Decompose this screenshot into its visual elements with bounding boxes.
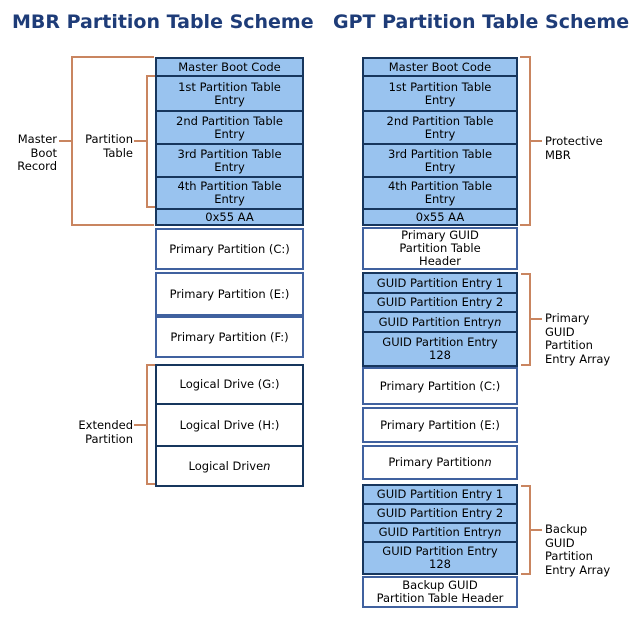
mbr-row-partition-entry-1: 1st Partition Table Entry (157, 75, 302, 110)
gpt-row-partition-entry-4: 4th Partition Table Entry (364, 176, 516, 208)
mbr-row-partition-entry-4: 4th Partition Table Entry (157, 176, 302, 208)
primary-guid-array-bracket-tick-bottom (521, 364, 529, 366)
gpt-row-signature: 0x55 AA (364, 208, 516, 224)
partition-table-label: Partition Table (85, 132, 133, 160)
gpt-primary-guid-header: Primary GUID Partition Table Header (362, 227, 518, 270)
partition-table-bracket-tick-bottom (146, 206, 155, 208)
extended-partition-label: Extended Partition (78, 418, 133, 446)
gpt-primary-partition-n: Primary Partition n (362, 445, 518, 480)
protective-mbr-bracket-dash (531, 140, 542, 142)
backup-guid-array-bracket-vline (529, 485, 531, 575)
gpt-title: GPT Partition Table Scheme (333, 11, 630, 33)
protective-mbr-bracket-tick-bottom (520, 224, 529, 226)
mbr-logical-drive-n: Logical Drive n (157, 445, 302, 485)
mbr-primary-partition-f: Primary Partition (F:) (155, 316, 304, 358)
master-boot-record-bracket-dash (59, 140, 71, 142)
backup-guid-array-bracket-tick-bottom (521, 573, 529, 575)
primary-guid-array-bracket-tick-top (521, 273, 529, 275)
primary-guid-array-bracket-vline (529, 273, 531, 366)
mbr-boot-sector-group: Master Boot Code 1st Partition Table Ent… (155, 57, 304, 226)
partition-table-bracket-tick-top (146, 75, 155, 77)
mbr-primary-partition-c: Primary Partition (C:) (155, 228, 304, 270)
master-boot-record-label: Master Boot Record (17, 132, 57, 173)
mbr-row-master-boot-code: Master Boot Code (178, 59, 281, 74)
mbr-row-partition-entry-2: 2nd Partition Table Entry (157, 110, 302, 143)
mbr-primary-partition-e: Primary Partition (E:) (155, 272, 304, 316)
gpt-primary-guid-entry-128: GUID Partition Entry 128 (364, 331, 516, 365)
gpt-row-master-boot-code: Master Boot Code (388, 59, 492, 74)
protective-mbr-bracket-tick-top (520, 56, 529, 58)
gpt-backup-guid-entry-n: GUID Partition Entry n (364, 522, 516, 541)
gpt-backup-guid-header: Backup GUID Partition Table Header (362, 576, 518, 608)
protective-mbr-label: Protective MBR (545, 134, 603, 162)
primary-guid-array-label: Primary GUID Partition Entry Array (545, 311, 611, 366)
extended-partition-bracket-tick-top (146, 364, 155, 366)
gpt-backup-guid-array-group: GUID Partition Entry 1 GUID Partition En… (362, 484, 518, 575)
gpt-row-partition-entry-1: 1st Partition Table Entry (364, 75, 516, 110)
mbr-logical-drive-g: Logical Drive (G:) (179, 377, 280, 391)
extended-partition-bracket-tick-bottom (146, 483, 155, 485)
gpt-row-partition-entry-2: 2nd Partition Table Entry (364, 110, 516, 143)
protective-mbr-bracket-vline (529, 56, 531, 226)
backup-guid-array-bracket-dash (531, 529, 542, 531)
gpt-backup-guid-entry-2: GUID Partition Entry 2 (364, 503, 516, 522)
master-boot-record-bracket-tick-bottom (71, 224, 154, 226)
gpt-primary-guid-entry-1: GUID Partition Entry 1 (376, 275, 504, 290)
partition-table-bracket-dash (134, 140, 146, 142)
mbr-title: MBR Partition Table Scheme (12, 11, 314, 33)
gpt-protective-mbr-group: Master Boot Code 1st Partition Table Ent… (362, 57, 518, 226)
gpt-primary-guid-entry-2: GUID Partition Entry 2 (364, 292, 516, 311)
backup-guid-array-label: Backup GUID Partition Entry Array (545, 522, 611, 577)
mbr-row-partition-entry-3: 3rd Partition Table Entry (157, 143, 302, 176)
extended-partition-bracket-vline (146, 364, 148, 485)
gpt-primary-partition-e: Primary Partition (E:) (362, 407, 518, 443)
gpt-primary-guid-entry-n: GUID Partition Entry n (364, 311, 516, 331)
master-boot-record-bracket-vline (71, 56, 73, 226)
extended-partition-bracket-dash (134, 424, 146, 426)
primary-guid-array-bracket-dash (531, 318, 542, 320)
master-boot-record-bracket-tick-top (71, 56, 154, 58)
gpt-primary-partition-c: Primary Partition (C:) (362, 367, 518, 405)
mbr-row-signature: 0x55 AA (157, 208, 302, 224)
backup-guid-array-bracket-tick-top (521, 485, 529, 487)
gpt-backup-guid-entry-128: GUID Partition Entry 128 (364, 541, 516, 573)
mbr-logical-drive-h: Logical Drive (H:) (157, 403, 302, 445)
gpt-primary-guid-array-group: GUID Partition Entry 1 GUID Partition En… (362, 272, 518, 367)
gpt-row-partition-entry-3: 3rd Partition Table Entry (364, 143, 516, 176)
partition-table-bracket-vline (146, 75, 148, 208)
mbr-extended-partition-group: Logical Drive (G:) Logical Drive (H:) Lo… (155, 364, 304, 487)
gpt-backup-guid-entry-1: GUID Partition Entry 1 (376, 487, 504, 501)
